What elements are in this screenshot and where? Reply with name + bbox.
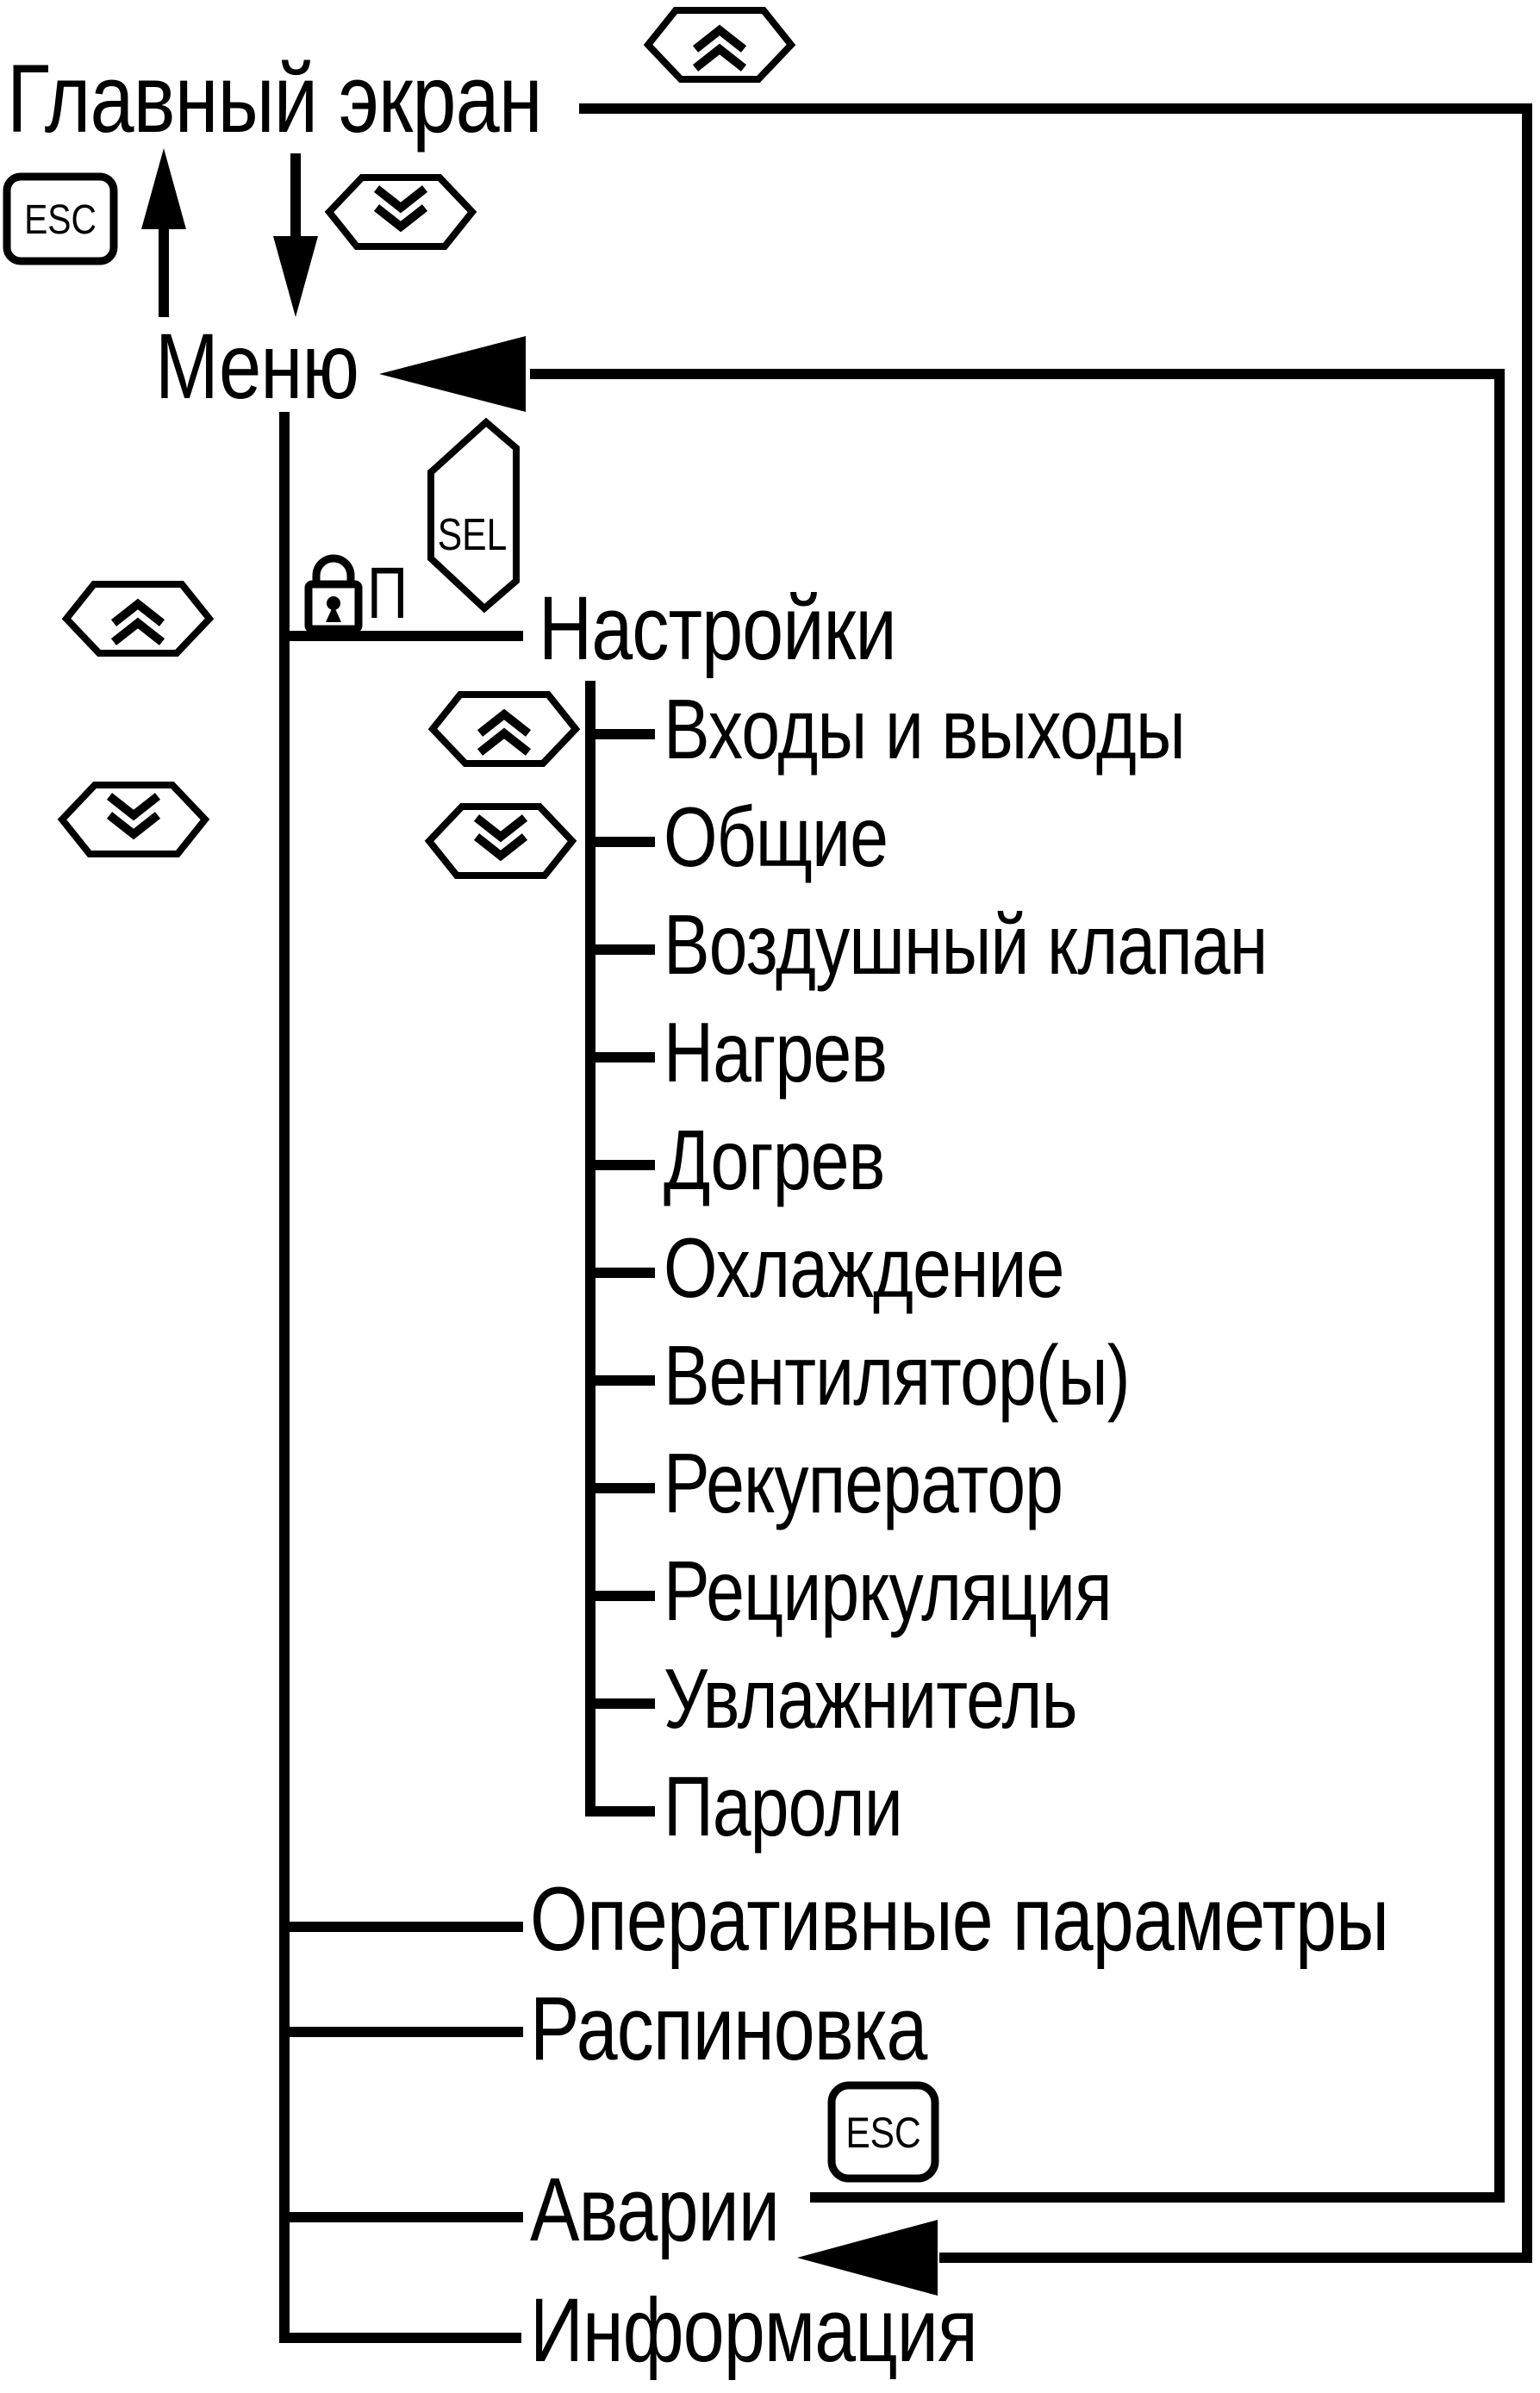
node-settings-child: Увлажнитель [664,1651,1077,1745]
node-settings-child: Входы и выходы [664,682,1185,776]
node-menu: Меню [155,315,359,418]
connector-mainscreen-to-alarms [579,103,1532,2263]
settings-scroll-down-button[interactable] [429,807,572,876]
password-level-label: П [367,552,407,633]
arrow-up-to-mainscreen [141,148,186,317]
node-settings-child: Рекуператор [664,1436,1063,1530]
up-button-mainscreen-to-alarms[interactable] [648,10,791,79]
node-settings-child: Нагрев [664,1005,887,1099]
node-main-screen: Главный экран [7,44,542,153]
menu-tree-trunk [279,412,521,2343]
node-settings-child: Рециркуляция [664,1543,1112,1637]
settings-scroll-up-button[interactable] [433,695,576,763]
node-operational-params: Оперативные параметры [530,1869,1388,1970]
keyhole-icon [327,596,340,610]
settings-tree-trunk [585,681,655,1817]
arrowhead-up-icon [141,148,186,229]
arrowhead-into-menu-icon [379,336,526,412]
node-pinout: Распиновка [530,1979,928,2079]
node-settings-child: Охлаждение [664,1220,1063,1314]
node-settings-child: Воздушный клапан [664,897,1267,991]
node-settings: Настройки [539,578,896,679]
arrowhead-down-icon [273,236,318,317]
esc-button-top[interactable]: ESC [3,172,118,265]
node-information: Информация [530,2280,977,2381]
menu-scroll-up-button[interactable] [66,584,209,653]
connector-alarms-to-menu [530,369,1505,2203]
node-alarms: Аварии [530,2159,779,2260]
node-settings-child: Пароли [664,1759,902,1853]
password-lock-icon [304,554,363,633]
node-settings-child: Догрев [664,1112,884,1206]
down-button-to-menu[interactable] [329,178,472,246]
esc-button-alarms-label: ESC [845,2109,920,2157]
sel-button[interactable]: SEL [427,417,520,614]
esc-button-top-label: ESC [24,197,97,243]
arrowhead-into-alarms-icon [797,2220,938,2296]
menu-scroll-down-button[interactable] [62,785,205,854]
sel-button-label: SEL [438,510,508,560]
arrow-down-to-menu [273,153,318,317]
esc-button-alarms[interactable]: ESC [827,2081,939,2183]
node-settings-child: Вентилятор(ы) [664,1328,1130,1422]
node-settings-child: Общие [664,789,888,883]
